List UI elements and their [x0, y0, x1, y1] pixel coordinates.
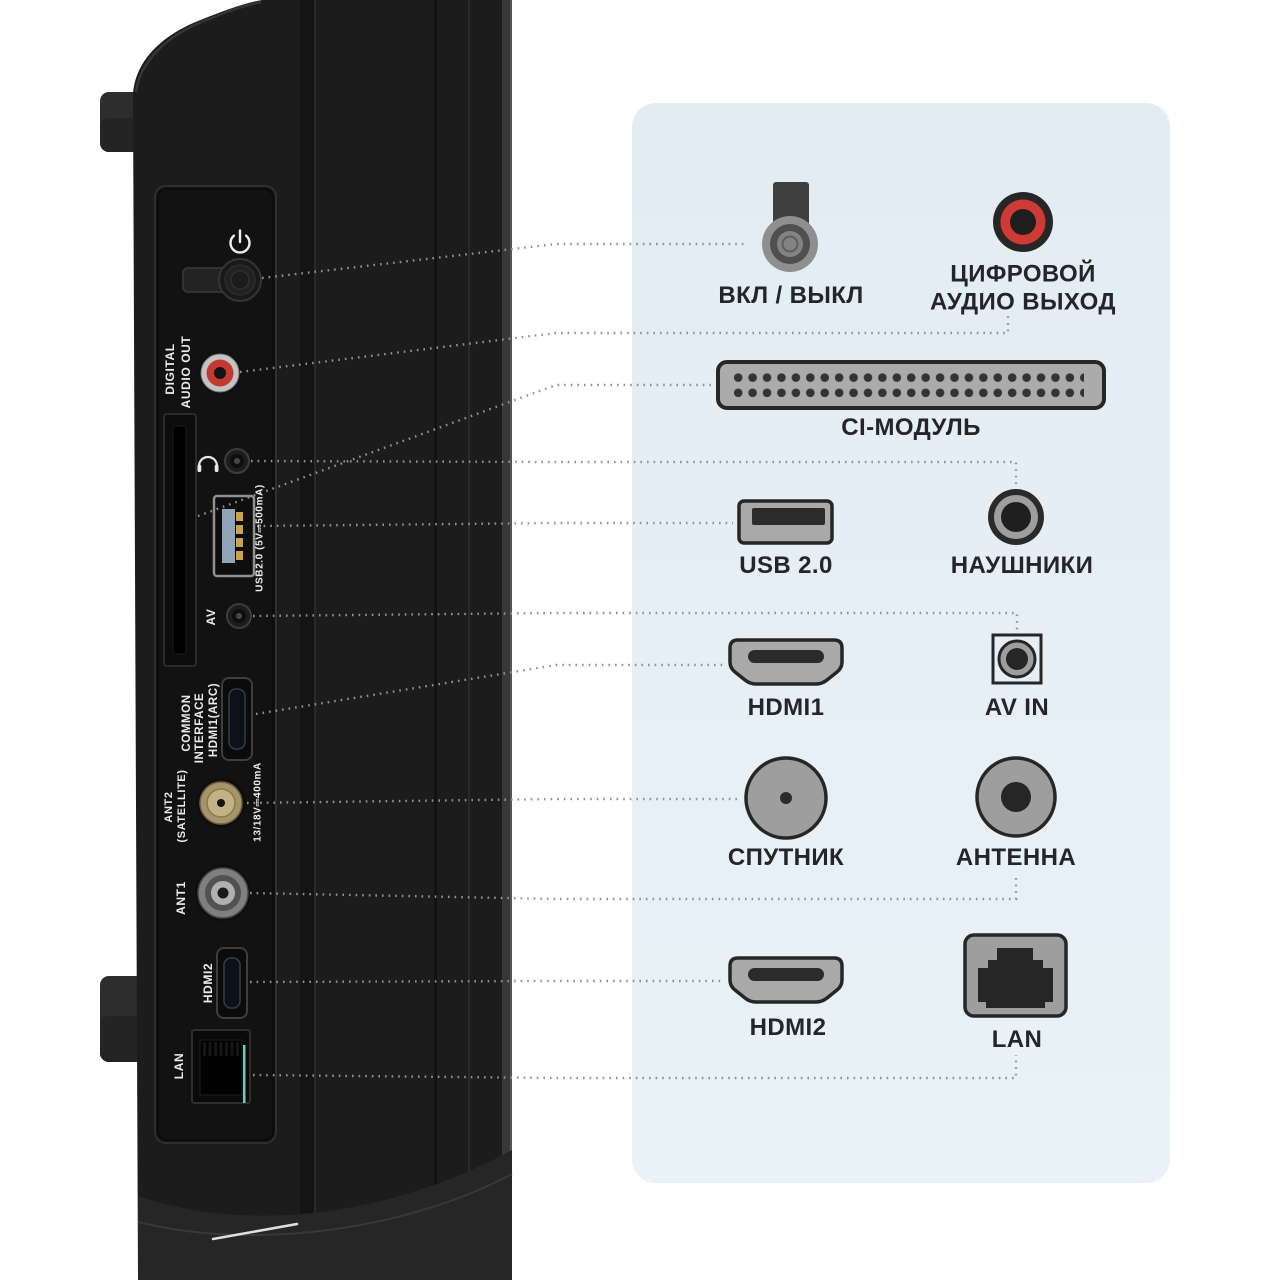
tv-label-ant2: ANT2 [163, 791, 175, 823]
tv-label-interface: INTERFACE [194, 692, 206, 764]
tv-label-ant1: ANT1 [174, 881, 188, 915]
tv-back [100, 0, 513, 1280]
tv-av-jack[interactable] [226, 603, 252, 629]
line-usb [256, 521, 733, 528]
tv-label-digital: DIGITAL [163, 343, 177, 395]
tv-power-button[interactable] [182, 258, 262, 302]
hdmi2-port-icon [728, 956, 844, 1004]
tv-label-hdmi2: HDMI2 [201, 962, 215, 1004]
hdmi-port-icon [728, 638, 844, 686]
tv-headphones-jack[interactable] [224, 448, 250, 474]
power-symbol-icon [229, 229, 251, 254]
line-hdmi1 [255, 663, 724, 716]
legend-label-satellite: СПУТНИК [727, 843, 845, 871]
tv-label-sat-power: 13/18V⎓400mA [252, 762, 264, 842]
rca-digital-audio-icon [993, 192, 1053, 252]
tv-label-lan: LAN [172, 1052, 186, 1080]
line-av [252, 611, 1019, 631]
line-power [261, 242, 748, 280]
antenna-connector-icon [975, 756, 1057, 838]
tv-usb-port[interactable] [212, 494, 256, 578]
tv-label-usb: USB2.0 (5V⎓500mA) [254, 484, 266, 592]
headphones-icon [197, 455, 219, 472]
tv-rca-digital-audio-out[interactable] [198, 351, 242, 395]
line-digital-audio [239, 316, 1010, 374]
tv-antenna-connector[interactable] [195, 865, 251, 921]
legend-label-power: ВКЛ / ВЫКЛ [718, 281, 864, 309]
tv-label-audio-out: AUDIO OUT [179, 335, 193, 409]
lan-rj45-icon [963, 933, 1068, 1018]
bottom-accent-line [211, 1222, 299, 1241]
legend-label-headphones: НАУШНИКИ [950, 551, 1094, 579]
tv-label-common: COMMON [181, 694, 193, 752]
headphones-jack-icon [988, 489, 1044, 545]
legend-label-hdmi1: HDMI1 [747, 693, 825, 721]
tv-lan-port[interactable] [191, 1029, 251, 1104]
connector-lines [197, 242, 1019, 1080]
legend-label-av-in: AV IN [984, 693, 1050, 721]
ci-module-slot-icon [716, 360, 1106, 410]
legend-label-lan: LAN [991, 1025, 1043, 1053]
legend-label-digital-audio: ЦИФРОВОЙ АУДИО ВЫХОД [930, 260, 1116, 316]
av-jack-icon [991, 633, 1043, 685]
tv-hdmi2-port[interactable] [216, 947, 248, 1019]
line-headphones [250, 459, 1018, 486]
legend-label-ci: CI-МОДУЛЬ [841, 413, 981, 441]
line-antenna [249, 877, 1018, 901]
tv-label-hdmi1-arc: HDMI1(ARC) [208, 682, 220, 758]
tv-hdmi1-port[interactable] [221, 677, 253, 761]
legend-label-usb: USB 2.0 [739, 551, 833, 579]
legend-label-antenna: АНТЕННА [955, 843, 1077, 871]
legend-label-hdmi2: HDMI2 [749, 1013, 827, 1041]
tv-ci-card-slot[interactable] [163, 413, 197, 667]
satellite-connector-icon [744, 756, 828, 840]
tv-label-satellite: (SATELLITE) [176, 769, 188, 843]
tv-satellite-connector[interactable] [196, 778, 246, 828]
tv-label-av: AV [204, 608, 218, 626]
power-button-icon [762, 182, 818, 272]
usb-port-icon [737, 499, 834, 545]
